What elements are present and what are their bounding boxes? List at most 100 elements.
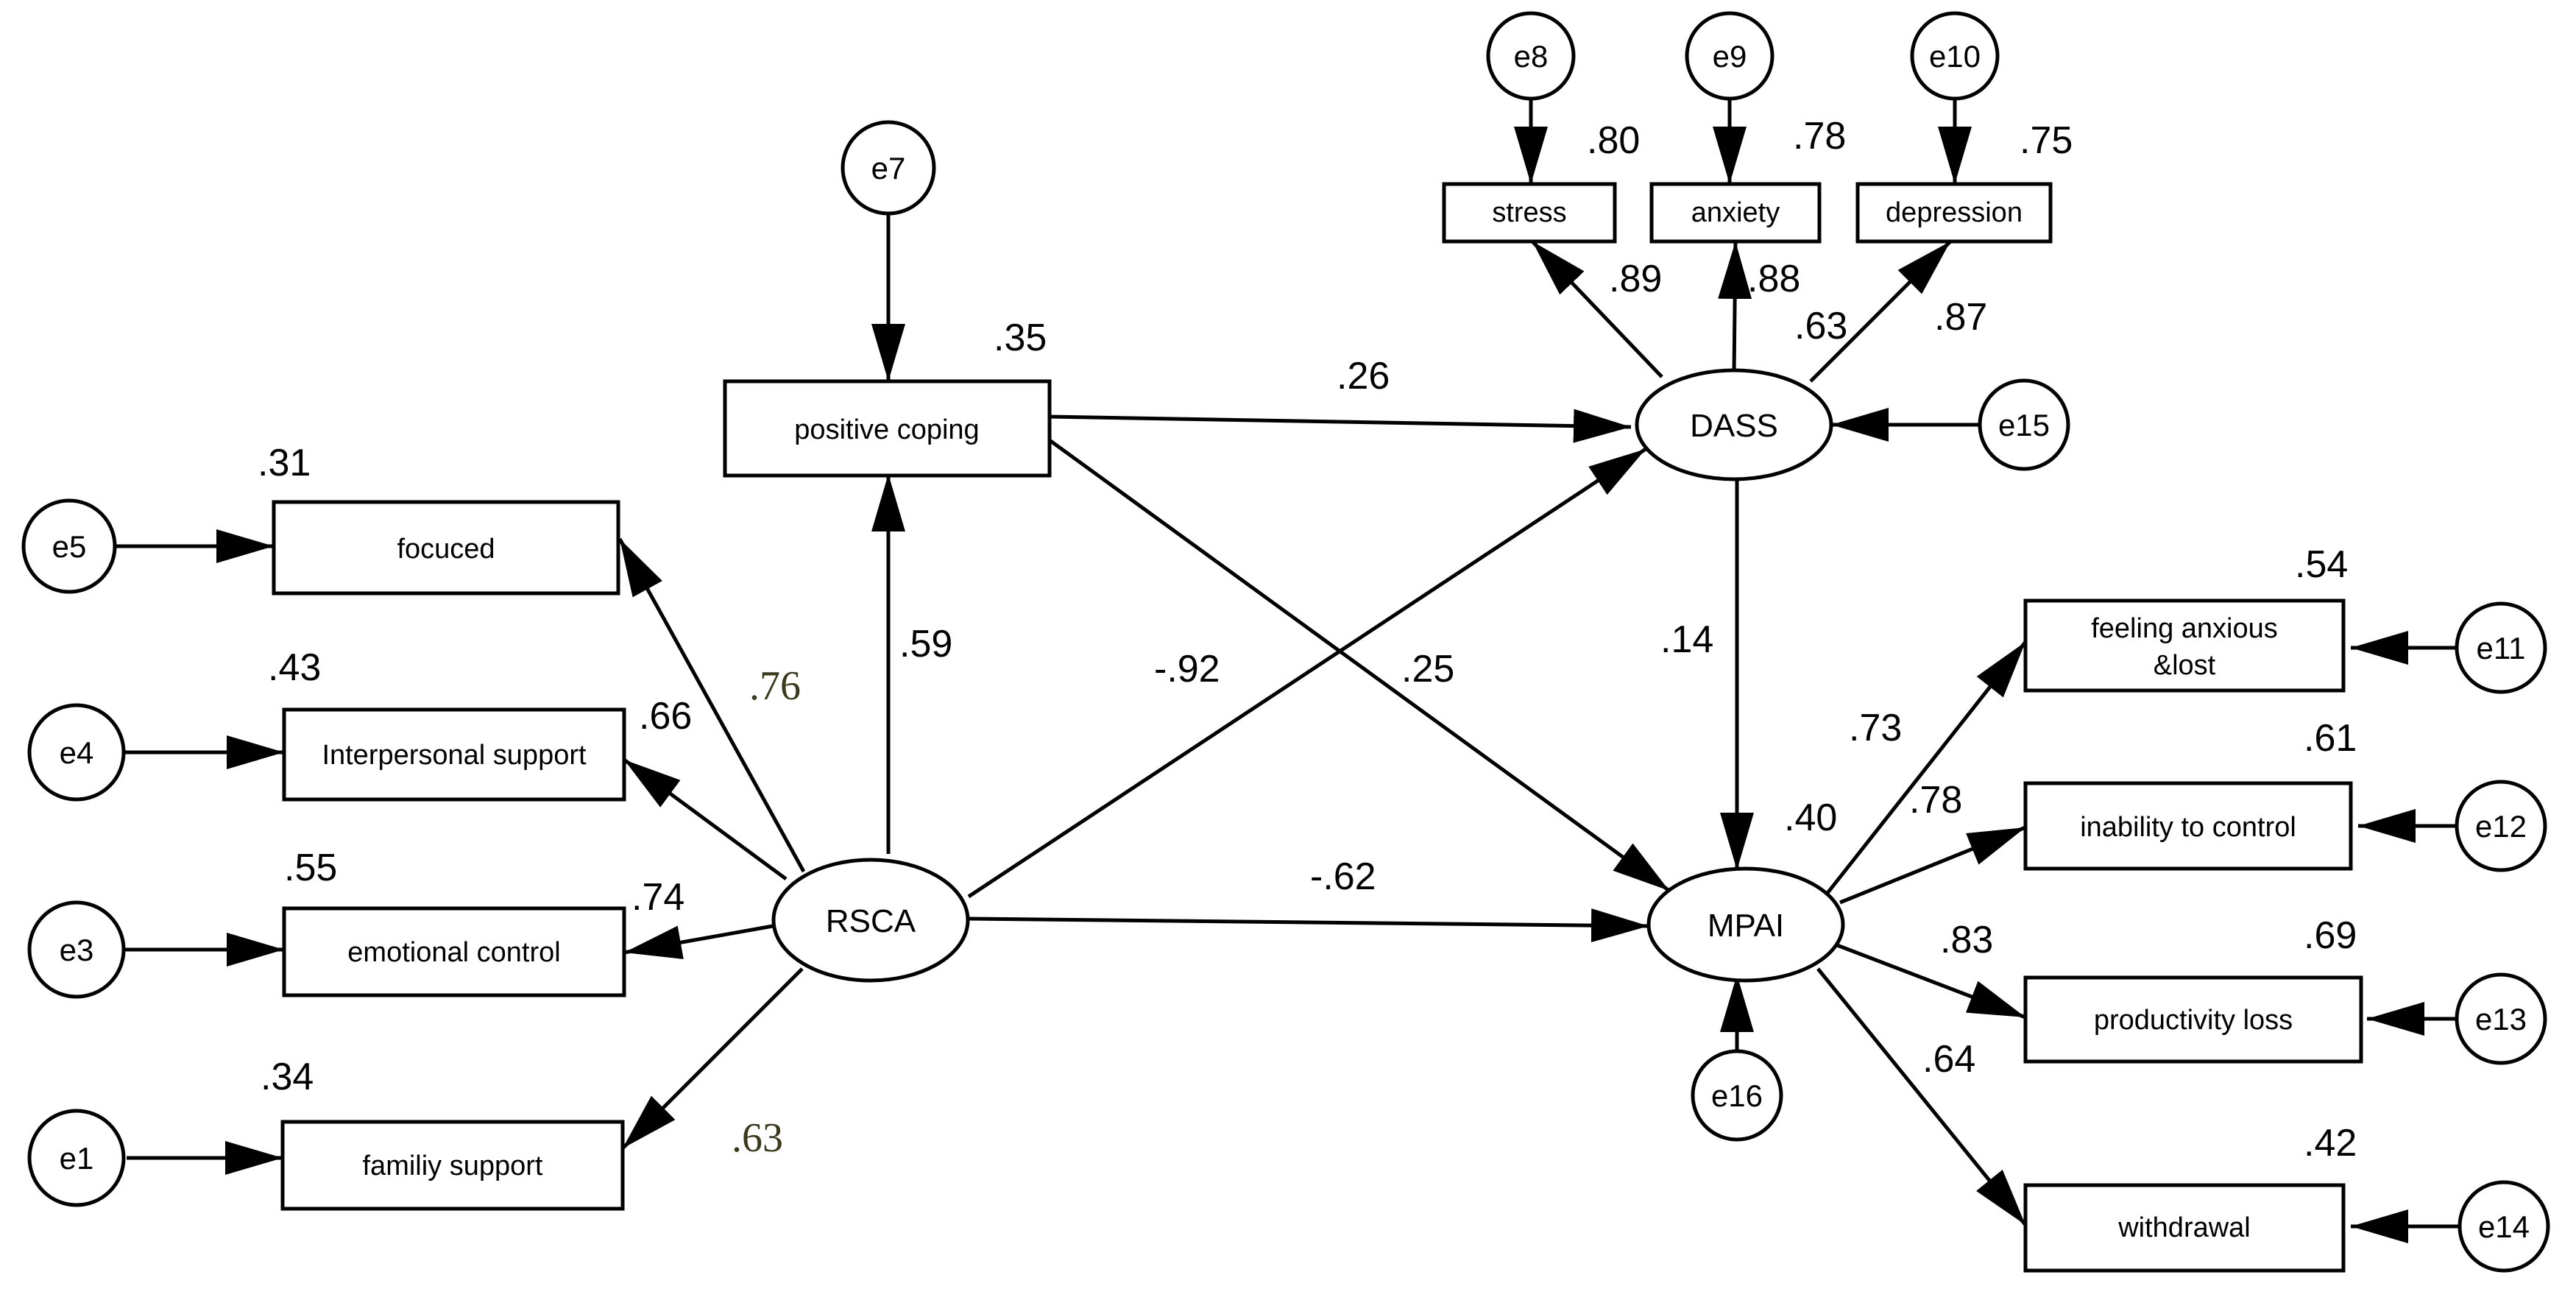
r2-anxiety: .78 [1793,115,1846,158]
edge-dass-depression [1809,240,1952,383]
node-stress-label: stress [1492,197,1566,228]
error-e13-label: e13 [2475,1002,2527,1036]
coef-rsca-focused: .76 [749,663,801,709]
edge-mpai-inability [1839,825,2026,905]
coef-coping-mpai: .25 [1401,648,1454,690]
node-mpai: MPAI [1646,866,1845,983]
error-e8: e8 [1486,11,1576,101]
edge-rsca-dass [967,447,1647,899]
r2-productivity-loss: .69 [2304,914,2357,957]
node-emotional-control: emotional control [282,906,626,997]
r2-emotional-control: .55 [284,847,337,889]
edge-mpai-feeling [1821,640,2027,901]
error-e12: e12 [2455,780,2547,872]
coef-rsca-family: .63 [732,1115,783,1161]
node-productivity-loss: productivity loss [2023,975,2363,1064]
error-e3-label: e3 [60,933,94,967]
node-interpersonal-support-label: Interpersonal support [322,740,587,771]
node-focused: focuced [272,500,620,596]
error-e10: e10 [1910,11,2000,101]
edge-rsca-focused [618,537,806,873]
error-e1-label: e1 [60,1141,94,1176]
error-e4: e4 [27,703,126,802]
error-terms: e5 e4 e3 e1 e7 e8 e9 e10 [21,11,2550,1273]
coef-rsca-emotional: .74 [631,876,684,919]
node-mpai-label: MPAI [1708,908,1784,944]
coef-rsca-mpai: -.62 [1310,855,1376,898]
r2-depression: .75 [2020,119,2073,162]
observed-variables: positive coping focuced Interpersonal su… [272,182,2363,1273]
error-e3: e3 [27,900,126,999]
error-e11-label: e11 [2477,631,2526,665]
coef-rsca-coping: .59 [899,623,952,665]
node-rsca: RSCA [771,858,970,983]
error-e16-label: e16 [1711,1078,1763,1113]
node-depression-label: depression [1886,197,2023,228]
error-e5: e5 [21,498,117,594]
error-e7-label: e7 [871,151,906,186]
error-e4-label: e4 [60,735,94,770]
edge-rsca-interpersonal [623,757,788,881]
error-e12-label: e12 [2475,809,2527,844]
error-e15: e15 [1978,378,2070,471]
error-e7: e7 [841,120,936,216]
edge-rsca-emotional [623,924,774,959]
coef-mpai-withdrawal: .64 [1922,1038,1975,1081]
path-coefficient-labels: .76 .66 .74 .63 .59 -.92 -.62 .26 .25 .1… [631,258,1993,1161]
coef-mpai-productivity: .83 [1940,919,1993,961]
node-family-support: familiy support [280,1120,625,1211]
node-dass-label: DASS [1690,408,1778,444]
r2-mpai: .40 [1784,796,1837,839]
r2-inability-to-control: .61 [2304,717,2357,760]
edge-coping-mpai [1048,438,1671,893]
coef-coping-dass: .26 [1337,355,1390,398]
error-e10-label: e10 [1929,39,1981,74]
node-inability-to-control: inability to control [2023,781,2353,871]
coef-mpai-inability: .78 [1909,779,1962,822]
error-e14-label: e14 [2478,1209,2530,1244]
node-feeling-anxious: feeling anxious &lost [2023,598,2346,693]
node-anxiety: anxiety [1649,182,1822,244]
r2-family-support: .34 [261,1056,314,1098]
latent-variables: RSCA DASS MPAI [771,368,1845,983]
r-squared-labels: .35 .31 .43 .55 .34 .80 .78 .75 .54 .61 … [258,115,2357,1165]
coef-dass-anxiety: .88 [1747,258,1800,300]
r2-feeling-anxious: .54 [2295,543,2348,586]
error-e13: e13 [2455,972,2547,1065]
node-positive-coping-label: positive coping [794,414,979,445]
node-positive-coping: positive coping [723,379,1052,478]
edge-coping-dass [1049,409,1632,443]
node-productivity-loss-label: productivity loss [2094,1005,2293,1036]
coef-mpai-feeling: .73 [1849,707,1902,749]
node-family-support-label: familiy support [363,1151,543,1181]
r2-focused: .31 [258,442,311,484]
error-e11: e11 [2455,601,2547,694]
error-e16: e16 [1691,1049,1783,1142]
node-emotional-control-label: emotional control [347,937,560,968]
node-feeling-anxious-label-2: &lost [2154,650,2216,681]
error-e5-label: e5 [52,529,87,564]
error-e1: e1 [27,1109,126,1207]
coef-dass-depression-inner: .63 [1794,305,1847,347]
error-e15-label: e15 [1998,408,2050,442]
edge-mpai-productivity [1836,943,2026,1020]
node-inability-to-control-label: inability to control [2080,812,2296,843]
node-stress: stress [1442,182,1617,244]
coef-dass-stress: .89 [1609,258,1662,300]
error-e8-label: e8 [1514,39,1549,74]
r2-positive-coping: .35 [994,317,1047,359]
edge-dass-anxiety [1718,241,1752,375]
r2-withdrawal: .42 [2304,1122,2357,1165]
coef-dass-mpai: .14 [1660,618,1713,661]
coef-rsca-interpersonal: .66 [639,695,692,738]
node-focused-label: focuced [397,534,495,565]
node-depression: depression [1855,182,2053,244]
r2-stress: .80 [1587,119,1640,162]
error-e9: e9 [1685,11,1774,101]
node-interpersonal-support: Interpersonal support [282,707,626,802]
coef-dass-depression: .87 [1934,296,1987,339]
error-e9-label: e9 [1713,39,1747,74]
error-e14: e14 [2458,1180,2550,1273]
edge-rsca-mpai [968,908,1649,943]
